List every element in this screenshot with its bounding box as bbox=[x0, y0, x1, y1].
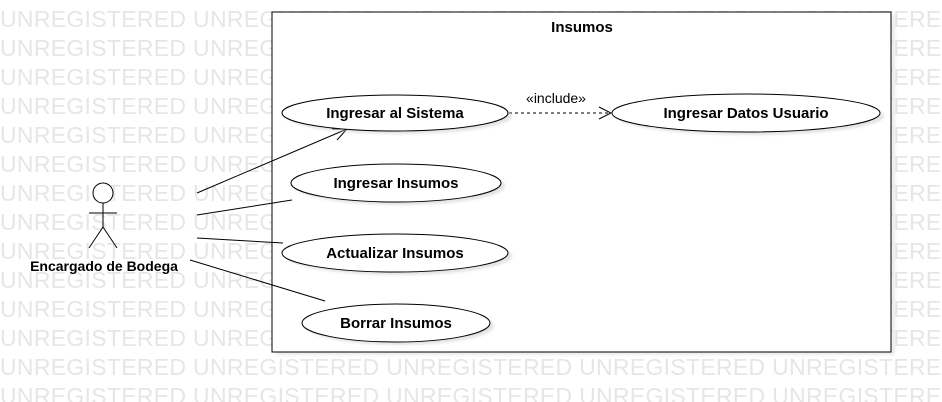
use-case-label: Ingresar Insumos bbox=[333, 175, 458, 192]
use-case-ingresar-datos-usuario[interactable]: Ingresar Datos Usuario bbox=[611, 93, 884, 135]
association-ingresar-sistema[interactable] bbox=[196, 128, 348, 194]
actor-right-leg bbox=[102, 226, 118, 249]
use-case-label: Ingresar Datos Usuario bbox=[663, 105, 828, 122]
actor-left-leg bbox=[88, 226, 104, 249]
actor-head bbox=[92, 182, 114, 204]
association-lines bbox=[189, 128, 349, 302]
include-arrowhead bbox=[598, 106, 613, 120]
use-case-ingresar-insumos[interactable]: Ingresar Insumos bbox=[290, 163, 505, 205]
use-case-label: Ingresar al Sistema bbox=[326, 105, 464, 122]
association-actualizar-insumos[interactable] bbox=[196, 237, 284, 244]
include-dependency[interactable] bbox=[509, 106, 613, 120]
actor-label: Encargado de Bodega bbox=[30, 258, 178, 274]
association-ingresar-insumos[interactable] bbox=[196, 199, 293, 216]
use-case-ingresar-al-sistema[interactable]: Ingresar al Sistema bbox=[281, 94, 512, 134]
use-case-borrar-insumos[interactable]: Borrar Insumos bbox=[301, 303, 494, 345]
use-case-label: Actualizar Insumos bbox=[326, 245, 464, 262]
include-stereotype-label: «include» bbox=[526, 90, 586, 106]
association-borrar-insumos[interactable] bbox=[189, 259, 326, 302]
use-case-label: Borrar Insumos bbox=[340, 315, 452, 332]
system-title: Insumos bbox=[551, 19, 613, 36]
use-case-actualizar-insumos[interactable]: Actualizar Insumos bbox=[281, 233, 512, 275]
actor-encargado-de-bodega[interactable] bbox=[88, 182, 118, 249]
